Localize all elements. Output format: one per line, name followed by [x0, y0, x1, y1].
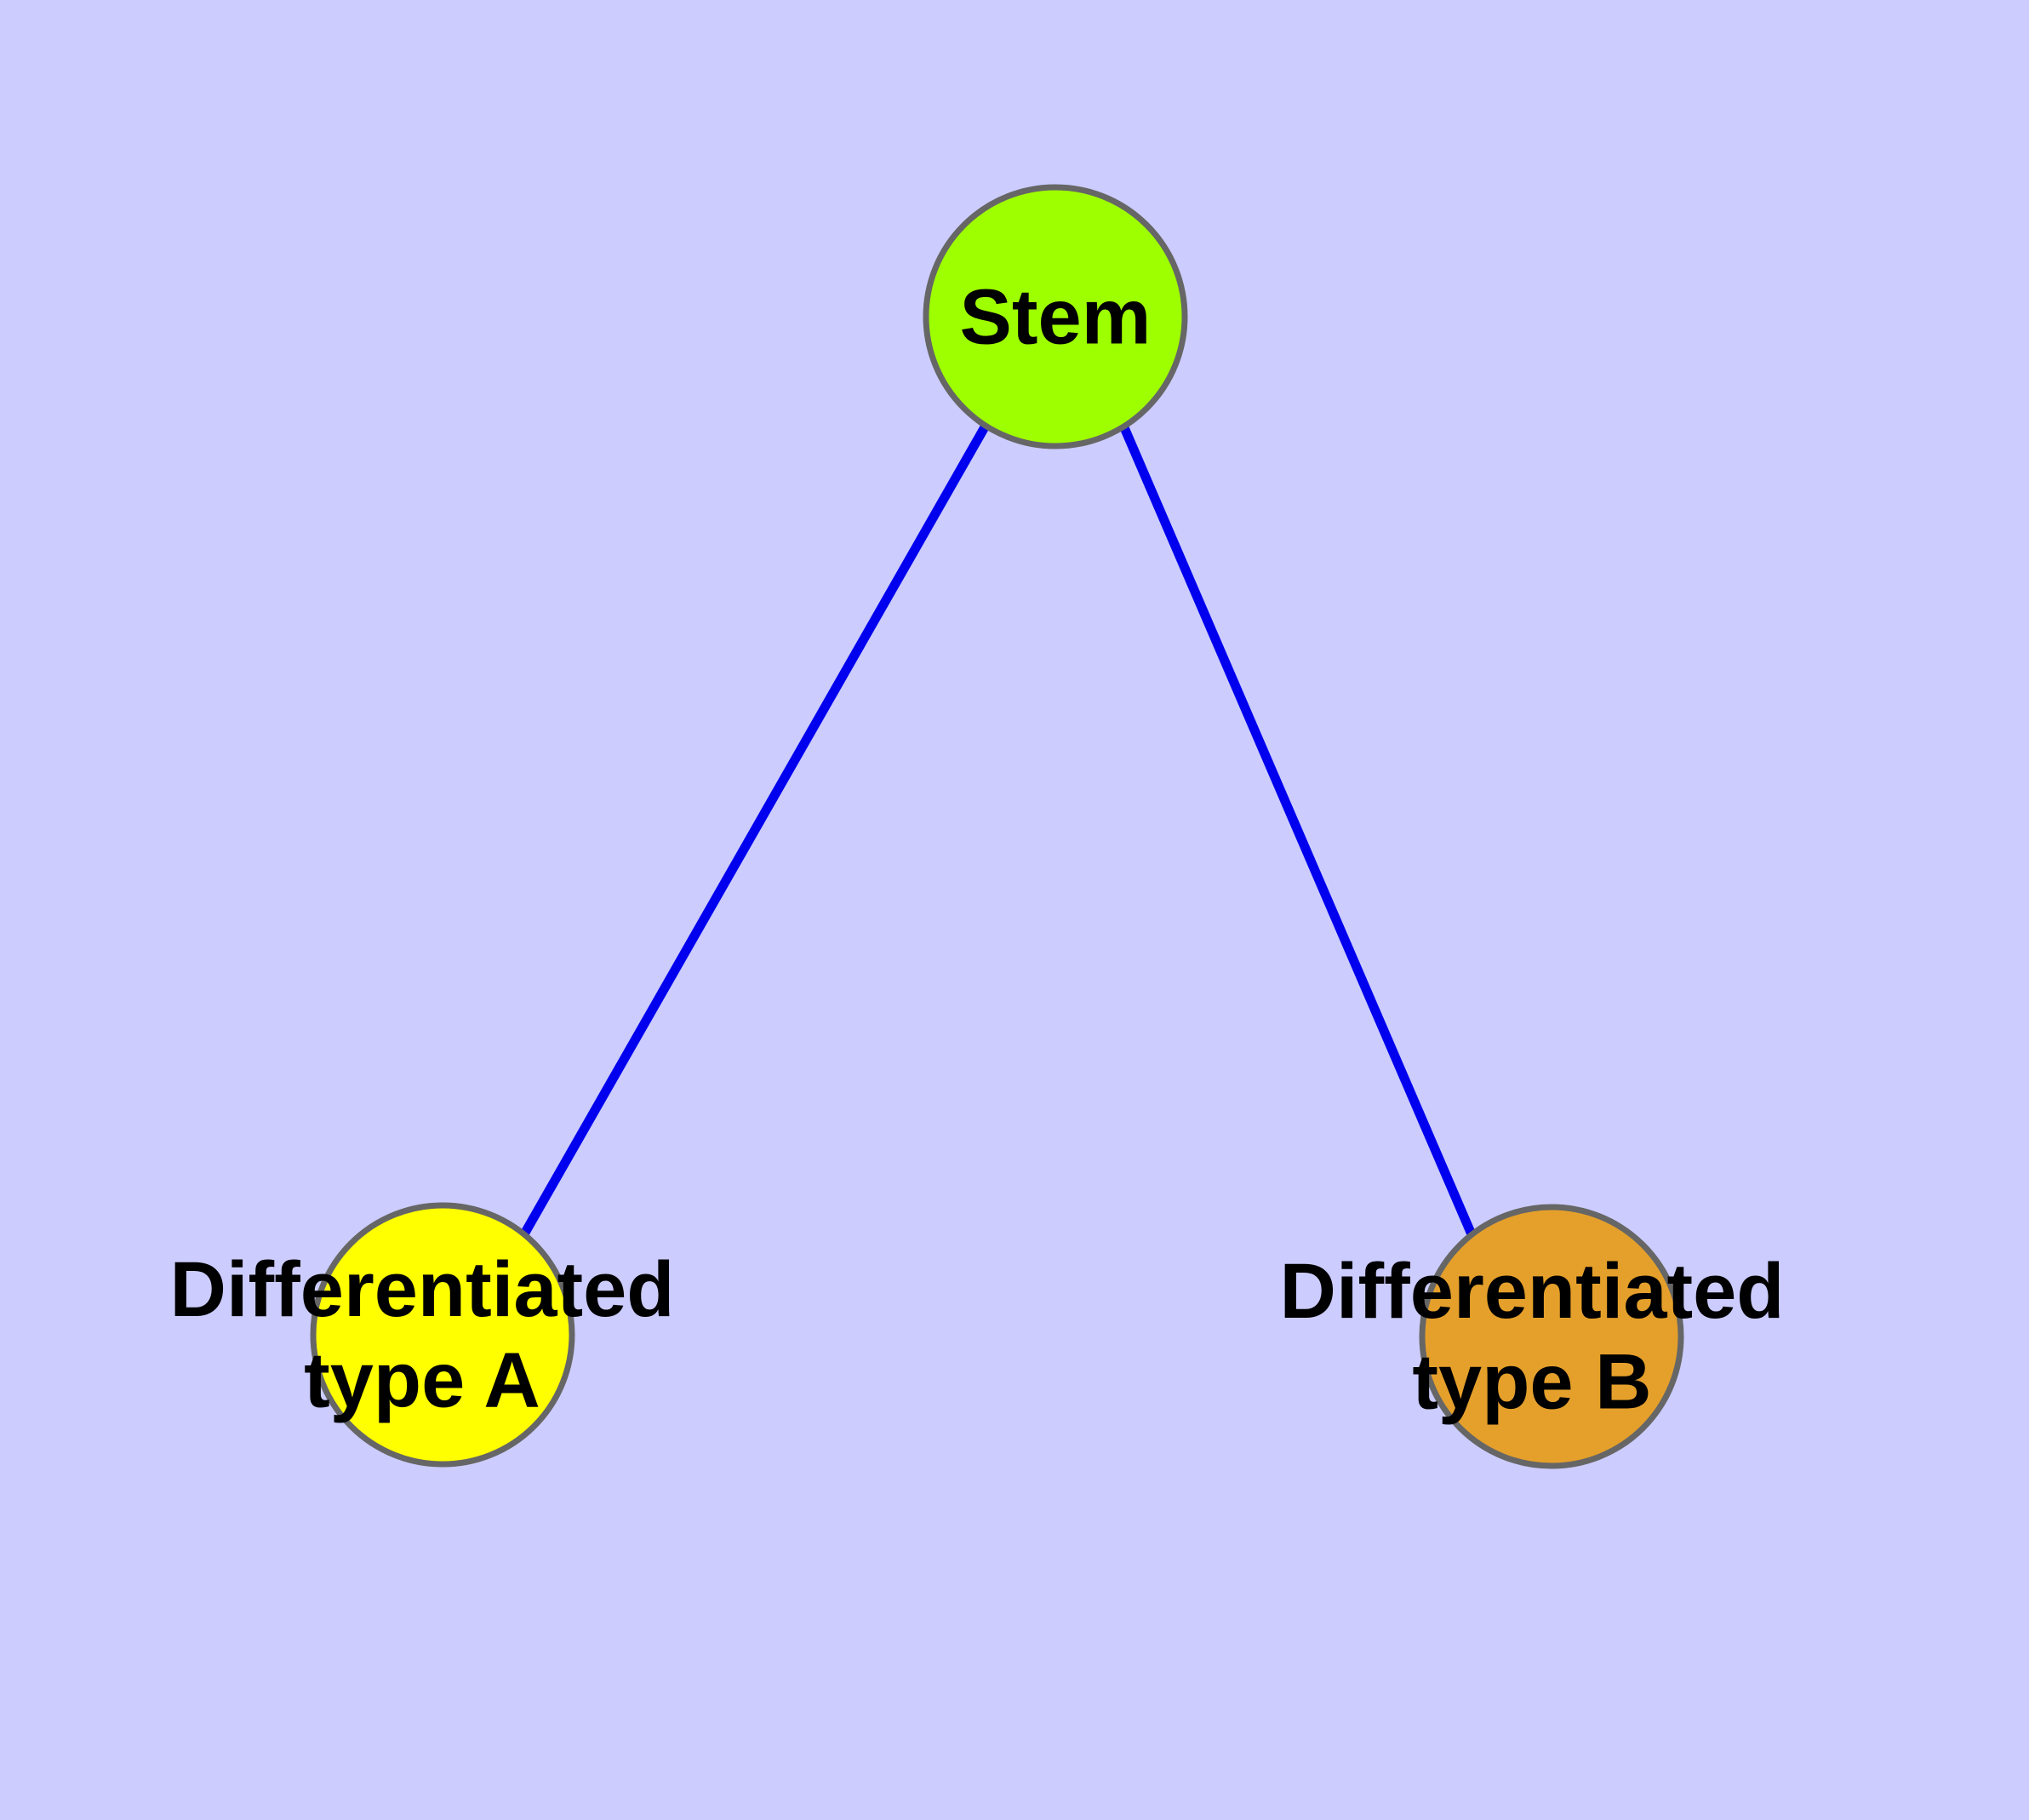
graph-node-label-line: type B	[1412, 1339, 1651, 1426]
graph-node-label-line: Stem	[960, 273, 1152, 360]
graph-node-diff-a[interactable]	[310, 1202, 575, 1468]
graph-node-stem[interactable]	[923, 184, 1188, 449]
graph-node-label-line: Differentiated	[170, 1246, 675, 1333]
graph-node-diff-b[interactable]	[1419, 1204, 1684, 1469]
graph-edge-stem-to-diff-b[interactable]	[1118, 423, 1477, 1237]
graph-edge-stem-to-diff-a[interactable]	[521, 423, 990, 1235]
graph-node-label-stem: Stem	[960, 273, 1152, 360]
node-layer	[310, 184, 1684, 1469]
graph-node-label-line: Differentiated	[1280, 1248, 1785, 1335]
edge-layer	[521, 423, 1477, 1237]
graph-node-label-line: type A	[304, 1337, 540, 1424]
